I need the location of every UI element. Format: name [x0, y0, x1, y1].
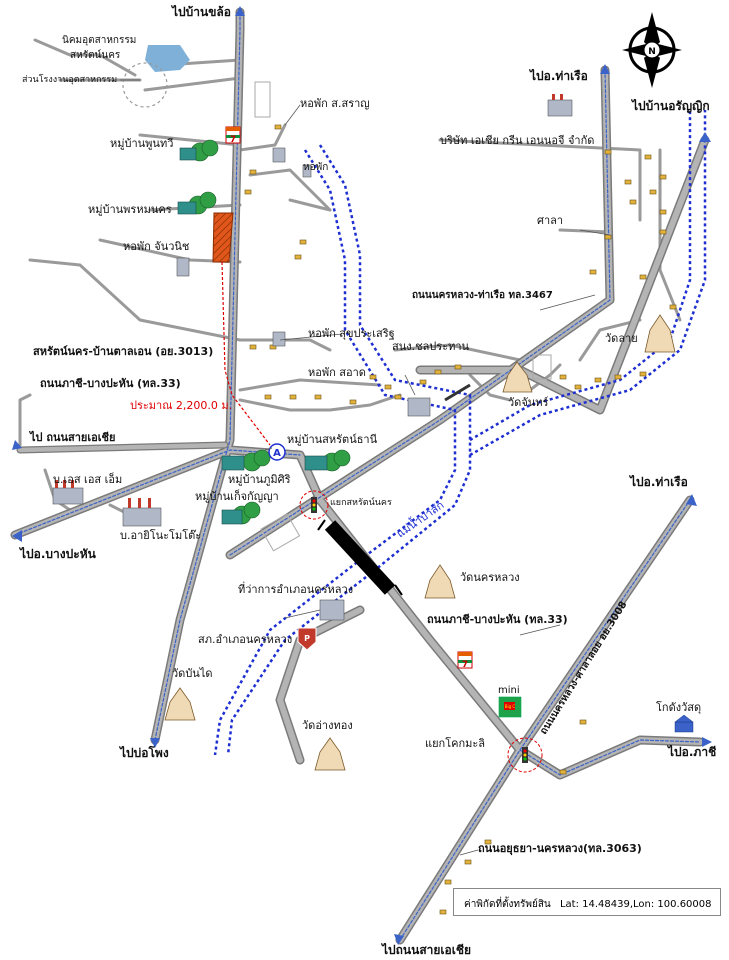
coordinate-value: Lat: 14.48439,Lon: 100.60008 — [559, 899, 712, 910]
local-roads — [18, 38, 682, 522]
label-industrial-estate-2: สหรัตน์นคร — [70, 50, 121, 61]
coordinate-box: ค่าพิกัดที่ตั้งทรัพย์สิน Lat: 14.48439,L… — [453, 888, 721, 916]
distance-line — [221, 261, 271, 446]
house-icons — [244, 124, 677, 915]
label-wat-chan: วัดจันทร์ — [508, 396, 549, 409]
label-dorm-sa-at: หอพัก สอาด — [308, 366, 366, 379]
leader-lines — [120, 79, 611, 856]
label-industrial-estate: นิคมอุตสาหกรรม — [62, 35, 137, 46]
label-to-ban-aranyik: ไปบ้านอรัญญิก — [632, 99, 710, 113]
plot-box-2 — [260, 513, 301, 552]
label-junction-saharat: แยกสหรัตน์นคร — [330, 498, 392, 508]
temple-icons — [164, 314, 676, 771]
label-dorm-suk: หอพัก สุขประเสริฐ — [308, 327, 395, 340]
plot-box — [254, 81, 271, 118]
seven-eleven-icons: 7 7 — [225, 126, 473, 670]
label-wat-nakhon-luang: วัดนครหลวง — [460, 571, 520, 584]
point-a-marker — [268, 443, 286, 461]
label-village-ket: หมู่บ้านเก็จกัญญา — [195, 490, 279, 503]
label-wat-ang-thong: วัดอ่างทอง — [302, 719, 353, 732]
roundabout — [122, 62, 168, 108]
big-c-text: Big C — [505, 704, 516, 709]
factory-icons — [55, 94, 563, 508]
svg-text:N: N — [648, 47, 656, 57]
label-road-33-mid: ถนนภาชี-บางปะหัน (ทล.33) — [427, 613, 568, 626]
junction-markers — [299, 490, 543, 773]
label-junction-khok: แยกโคกมะลิ — [425, 737, 486, 750]
label-industrial-plant: ส่วนโรงงานอุตสาหกรรม — [22, 75, 118, 85]
label-road-3063: ถนนอยุธยา-นครหลวง(ทล.3063) — [478, 842, 642, 855]
lake — [145, 45, 190, 72]
label-road-3013: สหรัตน์นคร-บ้านตาลเอน (อย.3013) — [33, 345, 214, 358]
label-village-phromnakhon: หมู่บ้านพรหมนคร — [88, 203, 172, 216]
plot-box-3 — [532, 354, 552, 380]
village-block-icons — [177, 147, 328, 525]
label-to-phachi: ไปอ.ภาชี — [668, 745, 717, 759]
police-sign-icon — [297, 627, 317, 651]
building-icons — [52, 99, 573, 621]
bridges — [317, 383, 471, 596]
warehouse-icon — [674, 714, 694, 733]
coordinate-label: ค่าพิกัดที่ตั้งทรัพย์สิน — [464, 899, 551, 910]
label-sano-chon: สนง.ชลประทาน — [392, 340, 470, 353]
label-sala: ศาลา — [537, 214, 564, 227]
label-village-phumisiri: หมู่บ้านภูมิศิริ — [228, 473, 291, 486]
pa-sak-river — [213, 110, 707, 756]
label-to-bo-phong: ไปบ่อโพง — [120, 746, 169, 760]
label-district-office: ที่ว่าการอำเภอนครหลวง — [238, 583, 354, 596]
main-roads — [10, 7, 710, 945]
label-wat-lai: วัดลาย — [605, 332, 638, 345]
svg-text:7: 7 — [462, 660, 468, 670]
label-asia-green: บริษัท เอเชีย กรีน เอนนอจี จำกัด — [440, 134, 595, 147]
label-dorm-chanwanit: หอพัก จันวนิช — [123, 240, 190, 253]
label-police: สภ.อำเภอนครหลวง — [198, 633, 293, 646]
label-sslm: บ.เอส เอส เอ็ม — [53, 473, 123, 486]
label-to-bang-pahan: ไปอ.บางปะหัน — [20, 547, 96, 561]
point-a-label: A — [273, 448, 281, 459]
label-to-tha-ruea-top: ไปอ.ท่าเรือ — [530, 69, 588, 83]
label-warehouse: โกดังวัสดุ — [656, 701, 702, 714]
label-road-33-top: ถนนภาชี-บางปะหัน (ทล.33) — [40, 377, 181, 390]
label-village-phunthawi: หมู่บ้านพูนทวี — [110, 137, 174, 150]
label-village-saharat: หมู่บ้านสหรัตน์ธานี — [287, 433, 378, 446]
label-wat-bandai: วัดบันได — [172, 667, 213, 680]
compass-icon: N — [622, 12, 682, 88]
label-to-tha-ruea-right: ไปอ.ท่าเรือ — [630, 475, 688, 489]
label-ajinomoto: บ.อายิโนะโมโต๊ะ — [120, 529, 202, 542]
road-end-arrows — [12, 6, 712, 945]
label-to-asia-bottom: ไปถนนสายเอเชีย — [382, 943, 472, 957]
label-road-3467: ถนนนครหลวง-ท่าเรือ ทล.3467 — [412, 290, 553, 301]
svg-text:P: P — [304, 634, 310, 643]
label-to-ban-kholo: ไปบ้านขล้อ — [172, 5, 231, 19]
svg-text:7: 7 — [230, 135, 236, 145]
label-distance: ประมาณ 2,200.0 ม. — [130, 399, 233, 412]
label-dorm-small: หอพัก — [303, 162, 329, 173]
label-dorm-saran: หอพัก ส.สราญ — [300, 97, 370, 110]
label-mini: mini — [498, 685, 520, 696]
label-to-asia-left: ไป ถนนสายเอเชีย — [30, 431, 116, 444]
